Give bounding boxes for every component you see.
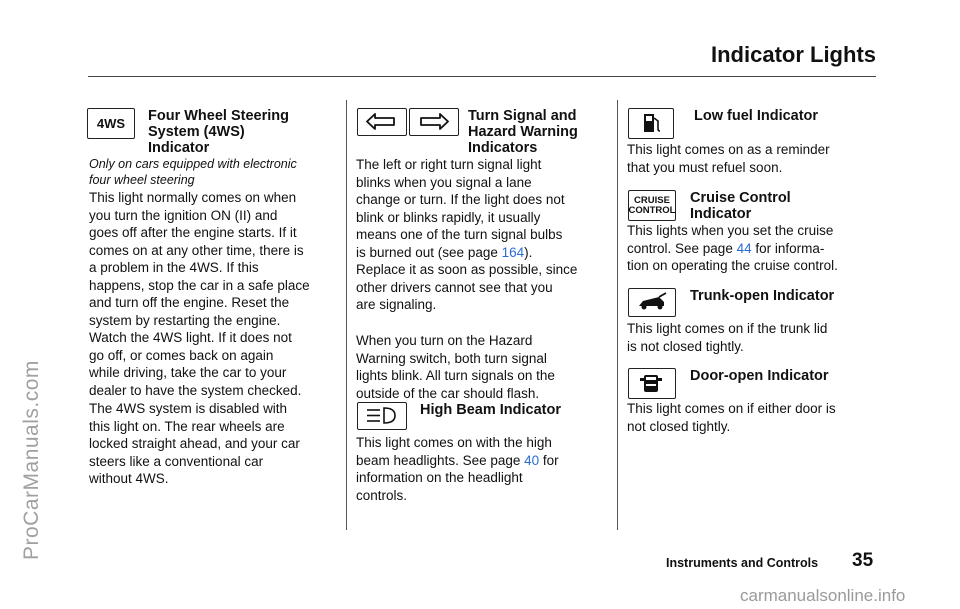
- door-open-icon: [628, 368, 676, 399]
- cruise-control-paragraph: This lights when you set the cruise cont…: [627, 223, 838, 273]
- cruise-control-heading: Cruise Control Indicator: [690, 190, 791, 222]
- left-watermark: ProCarManuals.com: [20, 360, 43, 560]
- 4ws-heading: Four Wheel Steering System (4WS) Indicat…: [148, 108, 289, 156]
- column-divider-2: [617, 100, 618, 530]
- bottom-watermark: carmanualsonline.info: [740, 586, 906, 605]
- left-turn-arrow-icon: [357, 108, 407, 136]
- door-open-paragraph: This light comes on if either door is no…: [627, 401, 836, 434]
- hazard-paragraph: When you turn on the Hazard Warning swit…: [356, 333, 555, 401]
- door-open-heading: Door-open Indicator: [690, 368, 829, 384]
- low-fuel-heading: Low fuel Indicator: [694, 108, 819, 124]
- right-turn-arrow-icon: [409, 108, 459, 136]
- title-rule: [88, 76, 876, 77]
- turn-signal-paragraph: The left or right turn signal light blin…: [356, 157, 578, 312]
- column-divider-1: [346, 100, 347, 530]
- 4ws-paragraph-1: This light normally comes on when you tu…: [89, 190, 310, 398]
- page-40-link[interactable]: 40: [524, 452, 540, 468]
- trunk-open-heading: Trunk-open Indicator: [690, 288, 835, 304]
- trunk-open-icon: [628, 288, 676, 317]
- page-number: 35: [852, 550, 874, 571]
- cruise-control-icon: CRUISE CONTROL: [628, 190, 676, 221]
- page-44-link[interactable]: 44: [736, 240, 752, 256]
- page-title: Indicator Lights: [711, 42, 876, 67]
- trunk-open-paragraph: This light comes on if the trunk lid is …: [627, 321, 828, 354]
- 4ws-indicator-icon: 4WS: [87, 108, 135, 139]
- high-beam-heading: High Beam Indicator: [420, 402, 561, 418]
- high-beam-icon: [357, 402, 407, 430]
- turn-signal-heading: Turn Signal and Hazard Warning Indicator…: [468, 108, 578, 156]
- low-fuel-paragraph: This light comes on as a reminder that y…: [627, 142, 830, 175]
- page-164-link[interactable]: 164: [501, 244, 525, 260]
- 4ws-availability-note: Only on cars equipped with electronic fo…: [89, 157, 297, 187]
- 4ws-paragraph-2: The 4WS system is disabled with this lig…: [89, 401, 300, 486]
- footer-section-title: Instruments and Controls: [666, 556, 819, 570]
- fuel-pump-icon: [628, 108, 674, 139]
- 4ws-icon-label: 4WS: [96, 116, 126, 131]
- high-beam-paragraph: This light comes on with the high beam h…: [356, 435, 559, 503]
